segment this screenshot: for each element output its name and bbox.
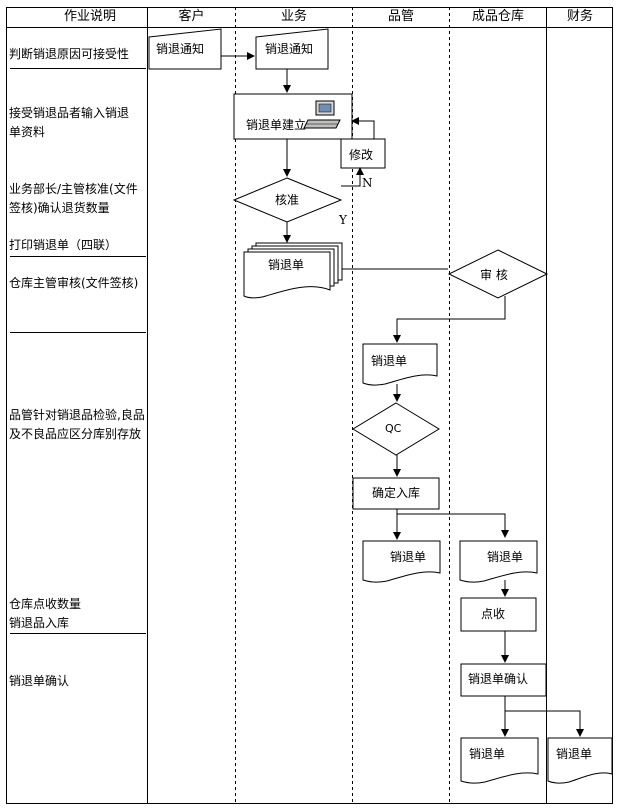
description-separators: [10, 68, 146, 634]
return-doc-wh-label: 销退单: [487, 550, 524, 564]
arrow-review-to-qc-doc: [393, 296, 506, 343]
header-business: 业务: [280, 9, 307, 24]
wh-doc-shape: [459, 540, 538, 583]
desc-input-return: 接受销退品者输入销退单资料: [9, 106, 130, 139]
qc-doc2-shape: [362, 540, 441, 583]
business-notice-shape: [255, 28, 329, 70]
no-label: N: [362, 176, 373, 190]
qc-doc-shape: [362, 343, 438, 386]
header-finance: 财务: [566, 9, 593, 24]
desc-approve: 业务部长/主管核准(文件签核)确认退货数量: [9, 182, 138, 215]
qc-diamond: [352, 402, 440, 456]
confirm-stock-label: 确定入库: [372, 486, 421, 500]
customer-notice-label: 销退通知: [156, 42, 205, 56]
confirm-stock-box: [352, 477, 440, 510]
desc-print: 打印销退单（四联）: [9, 238, 118, 252]
return-doc-multi-shape: [243, 242, 343, 299]
qc-check-label: QC: [385, 422, 402, 435]
computer-icon: [303, 100, 341, 129]
count-box: [460, 597, 537, 632]
warehouse-review-label: 审 核: [480, 268, 508, 282]
return-doc-qc2-label: 销退单: [390, 550, 427, 564]
header-customer: 客户: [178, 9, 205, 24]
desc-confirm: 销退单确认: [9, 674, 70, 688]
customer-notice-shape: [148, 28, 222, 70]
arrow-confirm-to-wh-doc: [396, 509, 509, 538]
return-doc-wh2-label: 销退单: [469, 747, 506, 761]
approve-label: 核准: [275, 193, 300, 207]
return-create-label: 销退单建立: [246, 118, 307, 132]
header-description: 作业说明: [63, 9, 116, 24]
desc-qc-inspect: 品管针对销退品检验,良品及不良品应区分库别存放: [9, 408, 145, 441]
return-doc-fin-label: 销退单: [556, 747, 593, 761]
business-notice-label: 销退通知: [265, 42, 314, 56]
header-warehouse: 成品仓库: [471, 9, 524, 24]
fin-doc-shape: [547, 737, 613, 784]
header-qc: 品管: [387, 9, 414, 24]
return-doc-business-label: 销退单: [268, 258, 305, 272]
return-confirm-label: 销退单确认: [468, 672, 529, 686]
wh-doc2-shape: [460, 737, 539, 784]
modify-label: 修改: [349, 148, 374, 162]
desc-count: 仓库点收数量 销退品入库: [9, 597, 82, 630]
arrow-confirm-to-fin-doc: [505, 710, 584, 737]
warehouse-review-diamond: [447, 249, 549, 299]
outer-border: [6, 7, 613, 804]
arrow-approve-no-to-modify: [341, 167, 364, 187]
desc-judge-reason: 判断销退原因可接受性: [9, 47, 130, 61]
return-doc-qc-label: 销退单: [371, 354, 408, 368]
yes-label: Y: [339, 213, 347, 227]
modify-box: [340, 138, 386, 169]
count-label: 点收: [481, 607, 506, 621]
return-confirm-box: [460, 663, 547, 697]
desc-warehouse-review: 仓库主管审核(文件签核): [9, 276, 139, 290]
arrow-modify-to-create: [351, 117, 375, 139]
